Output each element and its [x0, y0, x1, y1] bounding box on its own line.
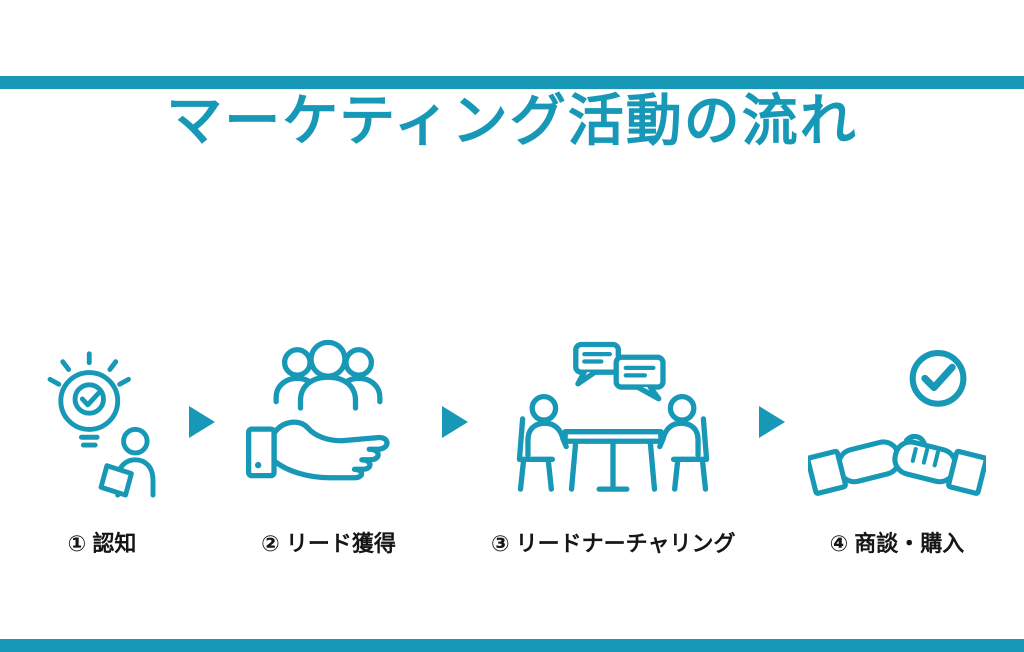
- step-label-awareness: ① 認知: [67, 531, 137, 556]
- step-label-lead-acquisition: ② リード獲得: [261, 531, 396, 556]
- step-lead-nurturing: ③ リードナーチャリング: [490, 328, 736, 558]
- meeting-discussion-icon: [512, 328, 714, 500]
- step-negotiation-purchase: ④ 商談・購入: [807, 328, 986, 558]
- awareness-lightbulb-person-icon: [38, 328, 166, 500]
- bottom-border-bar: [0, 639, 1024, 652]
- step-label-lead-nurturing: ③ リードナーチャリング: [490, 531, 736, 556]
- flow-arrow-icon: [189, 406, 216, 438]
- step-lead-acquisition: ② リード獲得: [238, 328, 418, 558]
- flow-arrow-icon: [758, 406, 785, 438]
- top-border-bar: [0, 76, 1024, 89]
- flow-arrow-icon: [441, 406, 468, 438]
- flow-diagram: ① 認知 ② リード獲得: [38, 328, 986, 558]
- page-title: マーケティング活動の流れ: [166, 89, 858, 152]
- hand-holding-people-icon: [238, 328, 418, 500]
- step-label-negotiation-purchase: ④ 商談・購入: [829, 531, 965, 556]
- handshake-check-icon: [807, 328, 986, 500]
- step-awareness: ① 認知: [38, 328, 166, 558]
